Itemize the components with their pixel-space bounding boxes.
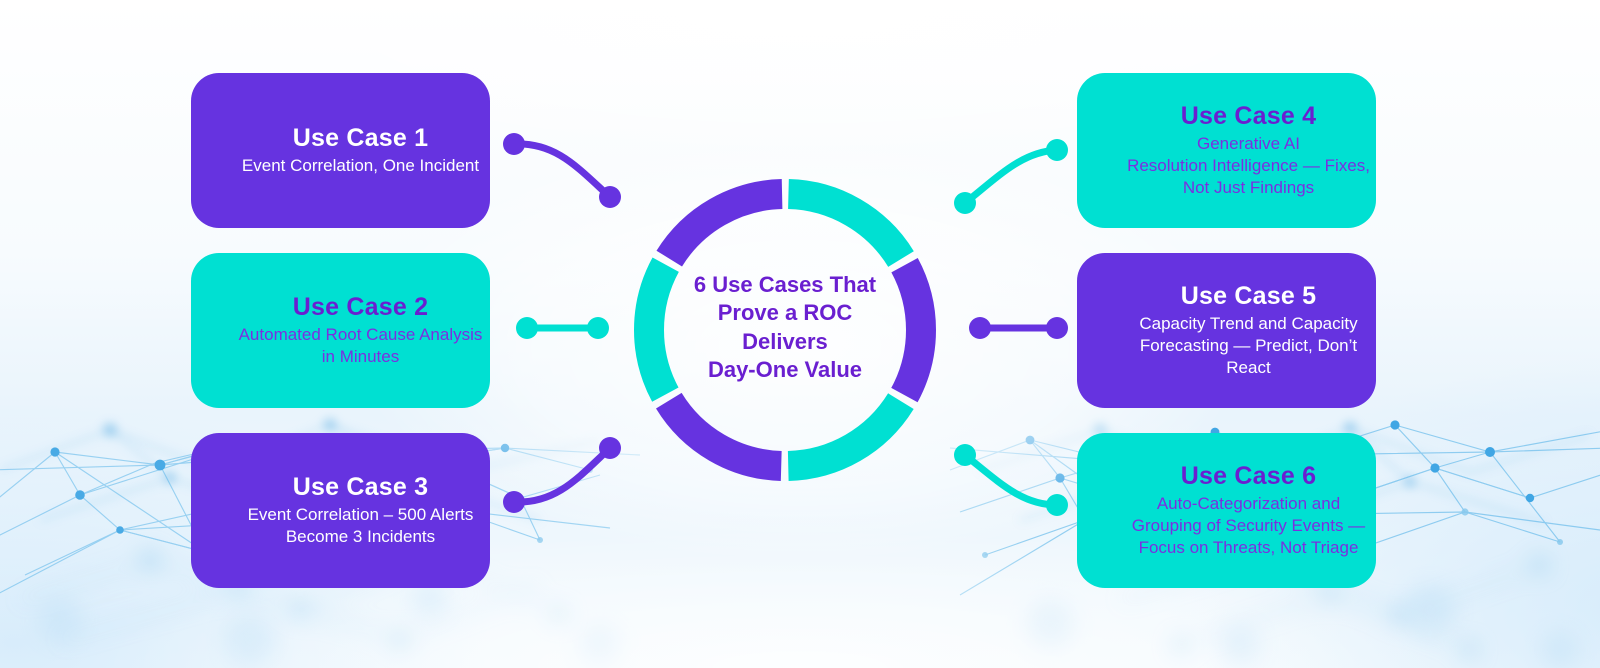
connector-6-path: [961, 451, 1061, 509]
connector-6-node-outer: [1046, 494, 1068, 516]
use-case-card-2-subtitle: Automated Root Cause Analysis in Minutes: [238, 324, 483, 366]
use-case-card-6-title: Use Case 6: [1180, 462, 1317, 491]
connector-5-node-outer: [1046, 317, 1068, 339]
connector-5-node-inner: [969, 317, 991, 339]
connector-6-node-inner: [954, 444, 976, 466]
use-case-card-2-title: Use Case 2: [292, 293, 429, 322]
use-case-card-4[interactable]: Use Case 4 Generative AI Resolution Inte…: [1077, 73, 1376, 228]
connector-3-node-inner: [503, 491, 525, 513]
use-case-card-6[interactable]: Use Case 6 Auto-Categorization and Group…: [1077, 433, 1376, 588]
use-case-card-1-title: Use Case 1: [292, 124, 429, 153]
use-case-card-6-subtitle: Auto-Categorization and Grouping of Secu…: [1131, 493, 1366, 557]
use-case-card-5[interactable]: Use Case 5 Capacity Trend and Capacity F…: [1077, 253, 1376, 408]
connector-4-node-inner: [954, 192, 976, 214]
use-case-card-3-subtitle: Event Correlation – 500 Alerts Become 3 …: [247, 504, 474, 546]
use-case-card-1-subtitle: Event Correlation, One Incident: [241, 155, 480, 175]
connector-1-node-outer: [599, 186, 621, 208]
connector-3-node-outer: [599, 437, 621, 459]
use-case-card-5-title: Use Case 5: [1180, 282, 1317, 311]
use-case-card-1[interactable]: Use Case 1 Event Correlation, One Incide…: [191, 73, 490, 228]
use-case-card-5-subtitle: Capacity Trend and Capacity Forecasting …: [1139, 313, 1358, 377]
use-case-card-2[interactable]: Use Case 2 Automated Root Cause Analysis…: [191, 253, 490, 408]
donut-ring-chart: [630, 175, 940, 485]
connector-4-node-outer: [1046, 139, 1068, 161]
use-case-card-4-title: Use Case 4: [1180, 102, 1317, 131]
connector-2-node-outer: [587, 317, 609, 339]
connector-1-node-inner: [503, 133, 525, 155]
connector-1-path: [510, 140, 614, 201]
connector-2-node-inner: [516, 317, 538, 339]
connector-3-path: [510, 444, 614, 506]
connector-4-path: [961, 146, 1061, 207]
use-case-card-3[interactable]: Use Case 3 Event Correlation – 500 Alert…: [191, 433, 490, 588]
use-case-card-3-title: Use Case 3: [292, 473, 429, 502]
use-case-card-4-subtitle: Generative AI Resolution Intelligence — …: [1127, 133, 1370, 197]
